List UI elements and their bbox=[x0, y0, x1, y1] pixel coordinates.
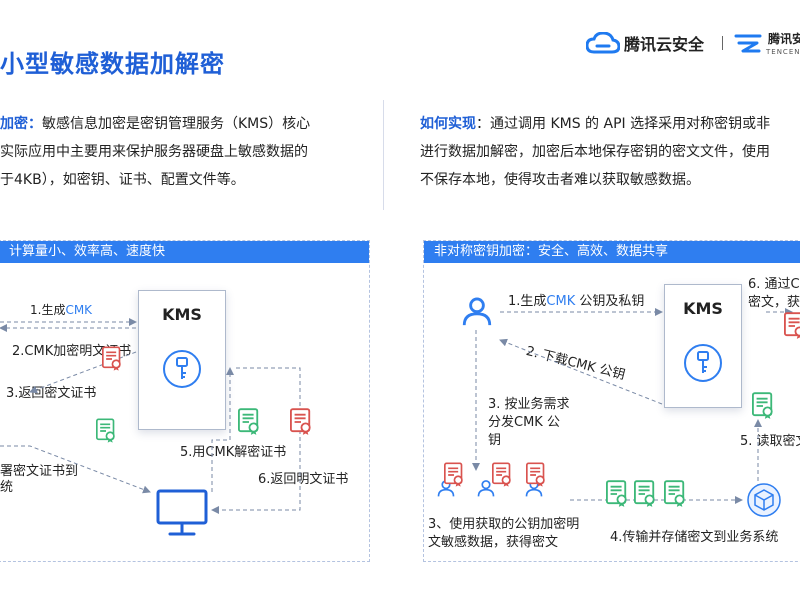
cert-icon bbox=[606, 480, 627, 508]
cert-icon bbox=[444, 462, 463, 488]
brand-partner: 腾讯安 bbox=[768, 32, 800, 46]
cert-icon bbox=[634, 480, 655, 508]
left-description: 加密：敏感信息加密是密钥管理服务（KMS）核心 实际应用中主要用来保护服务器硬盘… bbox=[0, 110, 310, 194]
right-step3b: 3、使用获取的公钥加密明文敏感数据，获得密文 bbox=[428, 517, 580, 550]
left-step2: 2.CMK加密明文证书 bbox=[12, 344, 132, 359]
cloud-logo-icon bbox=[586, 32, 620, 54]
brand-separator bbox=[722, 36, 723, 50]
right-arrows bbox=[472, 308, 793, 504]
brand-name: 腾讯云安全 bbox=[624, 35, 705, 54]
cert-icon bbox=[526, 462, 545, 488]
left-arrows bbox=[0, 318, 301, 514]
left-step4: 署密文证书到统 bbox=[0, 464, 79, 495]
cert-icon bbox=[102, 346, 121, 372]
left-step1: 1.生成CMK bbox=[30, 303, 93, 317]
left-step6: 6.返回明文证书 bbox=[258, 472, 349, 487]
page-title: 小型敏感数据加解密 bbox=[0, 50, 225, 78]
brand-partner-sub: TENCENT bbox=[766, 48, 800, 56]
key-icon bbox=[684, 344, 722, 382]
left-step3: 3.返回密文证书 bbox=[6, 386, 97, 401]
column-divider bbox=[383, 100, 384, 210]
left-desc-line3: 于4KB），如密钥、证书、配置文件等。 bbox=[0, 172, 245, 188]
kms-label-left: KMS bbox=[162, 305, 202, 324]
cert-icon bbox=[238, 408, 259, 436]
asymmetric-panel-bar: 非对称密钥加密：安全、高效、数据共享 bbox=[424, 241, 800, 263]
right-step5: 5. 读取密文 bbox=[740, 434, 800, 449]
right-desc-line2: 进行数据加解密，加密后本地保存密钥的密文文件，使用 bbox=[420, 144, 770, 160]
cert-icon bbox=[96, 418, 115, 444]
partner-logo-icon bbox=[734, 34, 762, 53]
monitor-icon bbox=[156, 489, 208, 536]
users-icon bbox=[477, 480, 495, 498]
right-step1: 1.生成CMK 公钥及私钥 bbox=[508, 294, 645, 309]
cert-icon bbox=[752, 392, 773, 420]
right-desc-label: 如何实现 bbox=[420, 116, 476, 132]
right-step4: 4.传输并存储密文到业务系统 bbox=[610, 530, 779, 545]
key-icon bbox=[163, 350, 201, 388]
cert-icon bbox=[492, 462, 511, 488]
user-icon bbox=[462, 297, 492, 327]
left-desc-line1: 敏感信息加密是密钥管理服务（KMS）核心 bbox=[42, 116, 311, 132]
kms-box-left: KMS bbox=[138, 290, 226, 430]
right-desc-colon: ： bbox=[476, 116, 490, 132]
cert-icon bbox=[784, 312, 800, 340]
cert-icon bbox=[290, 408, 311, 436]
right-step3: 3. 按业务需求分发CMK 公钥 bbox=[488, 397, 570, 448]
left-desc-line2: 实际应用中主要用来保护服务器硬盘上敏感数据的 bbox=[0, 144, 308, 160]
cube-icon bbox=[747, 483, 781, 517]
right-desc-line1: 通过调用 KMS 的 API 选择采用对称密钥或非 bbox=[490, 116, 771, 132]
left-step5: 5.用CMK解密证书 bbox=[180, 445, 287, 460]
brand-logo: 腾讯云安全 bbox=[586, 30, 704, 56]
right-desc-line3: 不保存本地，使得攻击者难以获取敏感数据。 bbox=[420, 172, 700, 188]
left-desc-label: 加密： bbox=[0, 116, 42, 132]
right-description: 如何实现：通过调用 KMS 的 API 选择采用对称密钥或非 进行数据加解密，加… bbox=[420, 110, 770, 194]
cert-icon bbox=[664, 480, 685, 508]
symmetric-panel-bar: 计算量小、效率高、速度快 bbox=[0, 241, 369, 263]
kms-label-right: KMS bbox=[683, 299, 723, 318]
kms-box-right: KMS bbox=[664, 284, 742, 408]
